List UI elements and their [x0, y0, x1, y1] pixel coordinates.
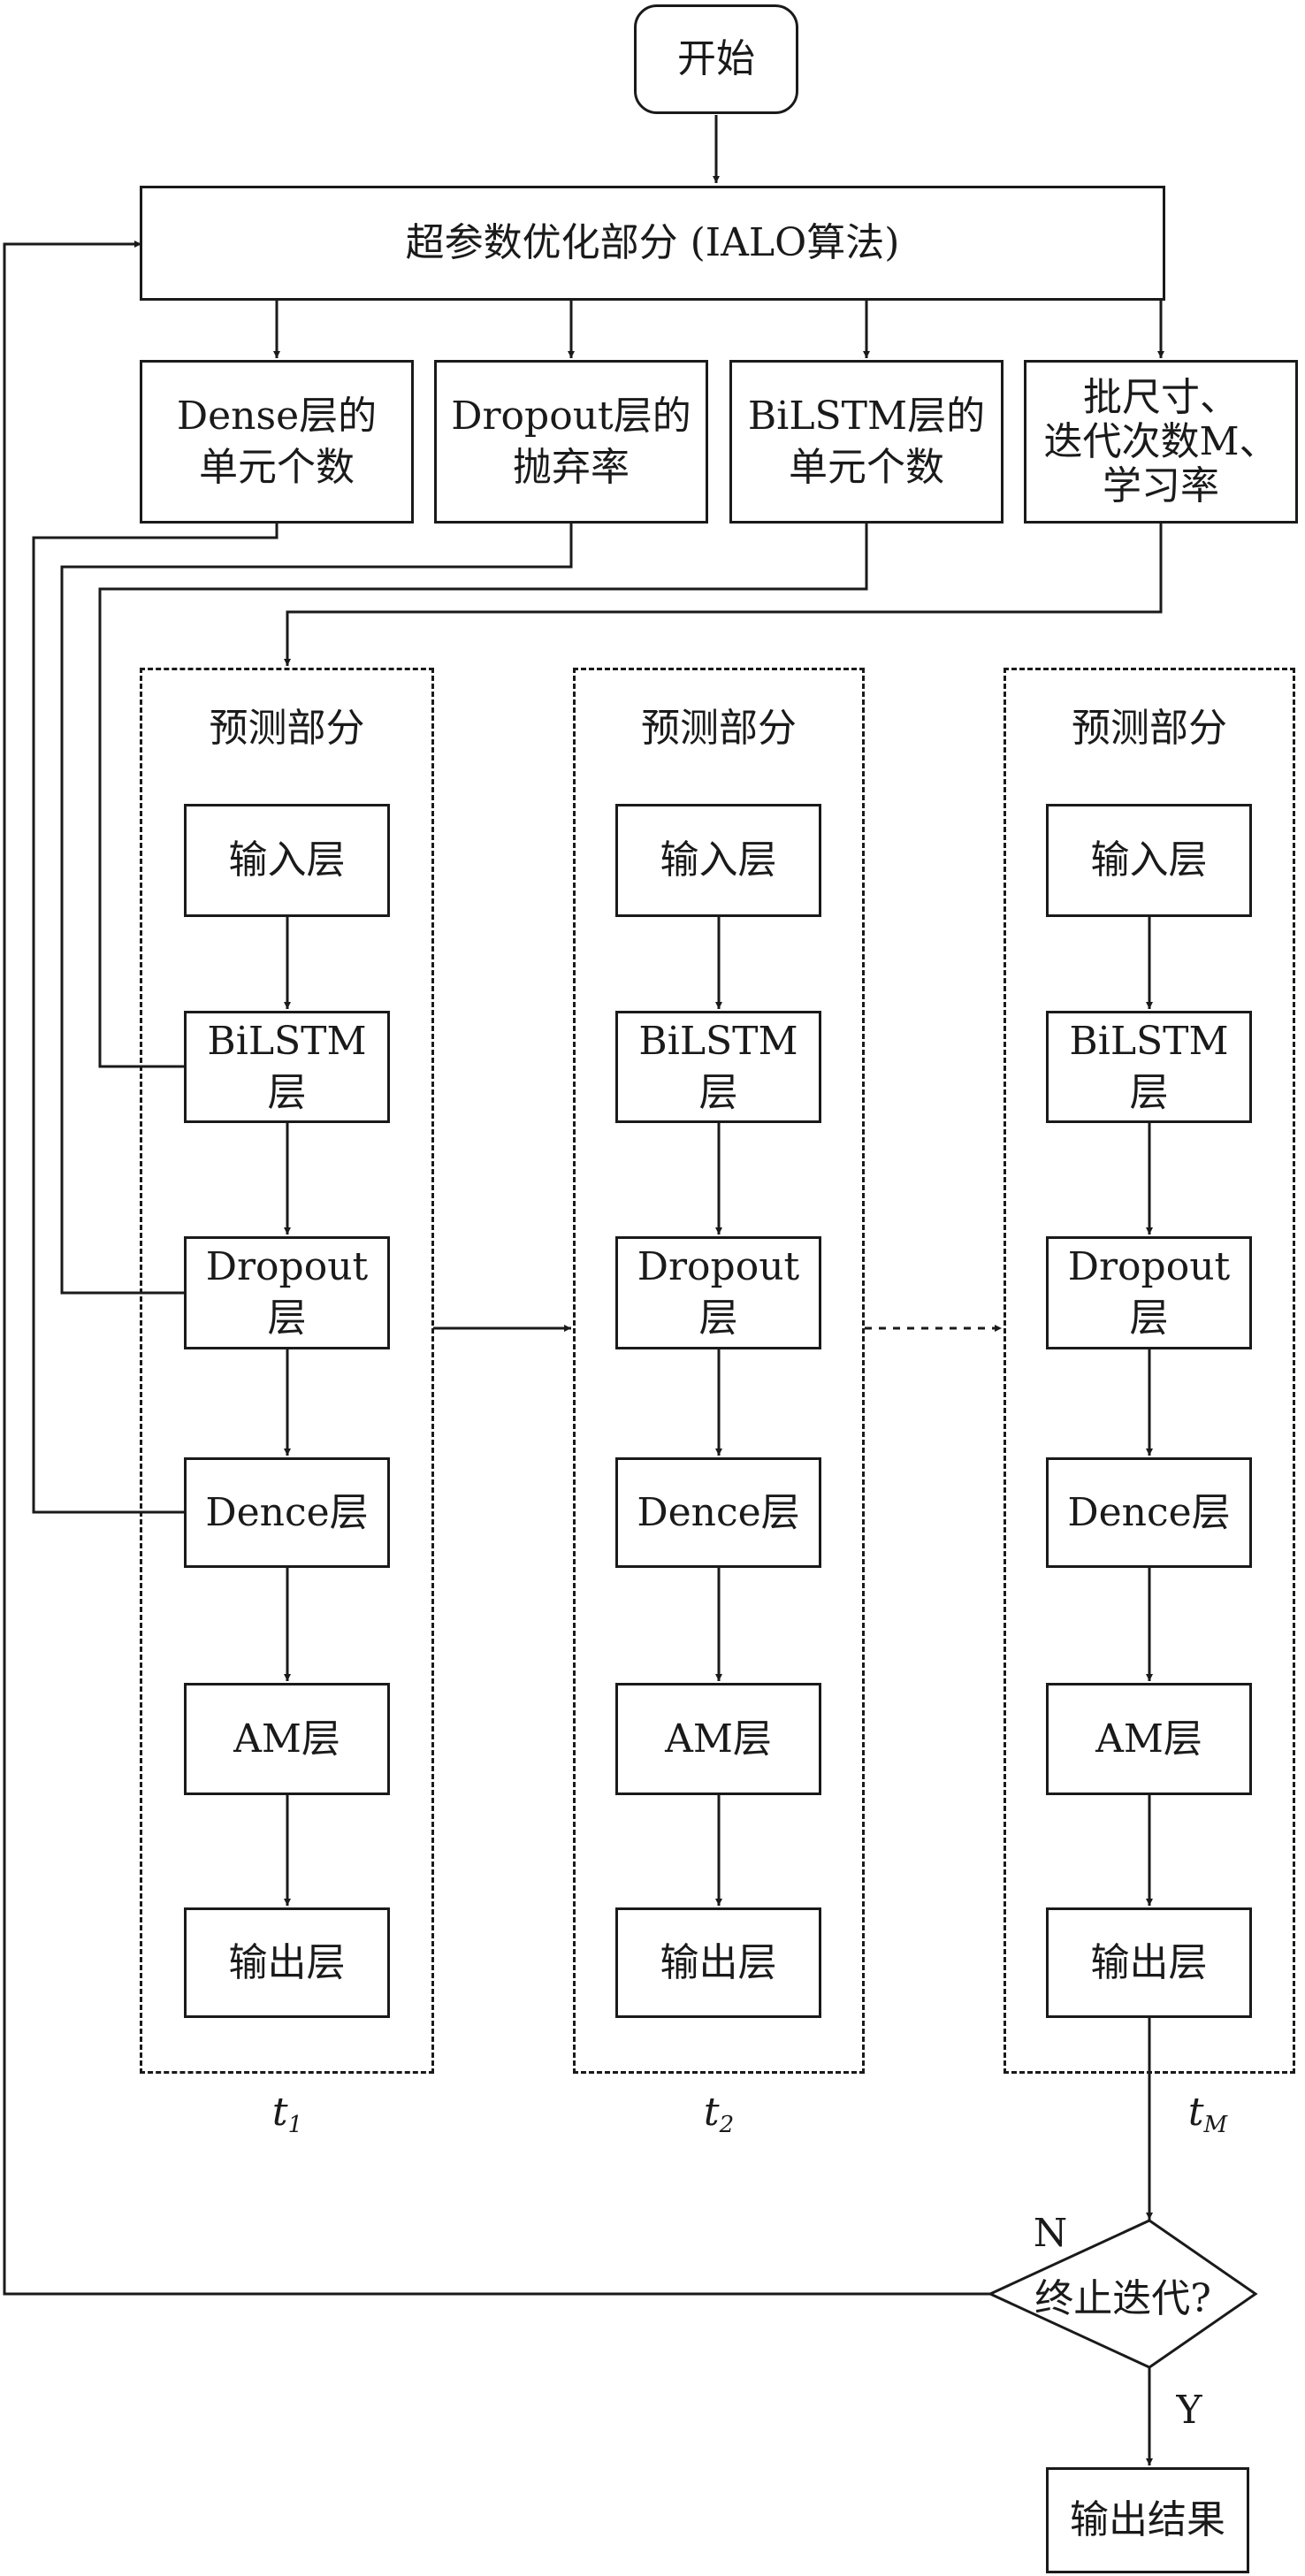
module-title: 预测部分 — [1072, 706, 1227, 751]
feed-bilstm-units — [98, 524, 868, 1068]
prediction-module-t1 — [140, 668, 434, 2074]
output-layer: 输出层 — [184, 1907, 390, 2018]
yes-branch-label: Y — [1176, 2388, 1202, 2433]
am-layer: AM层 — [184, 1683, 390, 1795]
module-title: 预测部分 — [641, 706, 797, 751]
result-node: 输出结果 — [1046, 2467, 1249, 2573]
feed-dense-units — [32, 524, 279, 1514]
dense-layer: Dence层 — [615, 1457, 821, 1568]
prediction-module-tM — [1004, 668, 1295, 2074]
param-dense-units: Dense层的 单元个数 — [140, 360, 414, 524]
am-layer: AM层 — [615, 1683, 821, 1795]
decision-diamond — [987, 2219, 1258, 2369]
time-step-label-t2: t2 — [703, 2090, 735, 2138]
no-branch-label: N — [1033, 2211, 1068, 2256]
param-batch-iter-lr: 批尺寸、 迭代次数M、 学习率 — [1024, 360, 1298, 524]
hyperparam-label: 超参数优化部分 (IALO算法) — [405, 220, 900, 265]
feed-dropout-rate — [60, 524, 573, 1295]
dense-layer: Dence层 — [184, 1457, 390, 1568]
decision-label: 终止迭代? — [1034, 2276, 1211, 2321]
input-layer: 输入层 — [615, 804, 821, 917]
prediction-module-t2 — [573, 668, 865, 2074]
start-node: 开始 — [634, 4, 798, 114]
feed-batch-params — [284, 524, 1163, 666]
start-label: 开始 — [677, 36, 755, 81]
time-step-label-tM: tM — [1187, 2090, 1228, 2138]
dense-layer: Dence层 — [1046, 1457, 1252, 1568]
result-label: 输出结果 — [1070, 2497, 1225, 2542]
input-layer: 输入层 — [1046, 804, 1252, 917]
time-step-label-t1: t1 — [271, 2090, 303, 2138]
am-layer: AM层 — [1046, 1683, 1252, 1795]
hyperparam-optimization-box: 超参数优化部分 (IALO算法) — [140, 186, 1165, 301]
output-layer: 输出层 — [1046, 1907, 1252, 2018]
param-dropout-rate: Dropout层的 抛弃率 — [434, 360, 708, 524]
output-layer: 输出层 — [615, 1907, 821, 2018]
module-title: 预测部分 — [209, 706, 365, 751]
param-bilstm-units: BiLSTM层的 单元个数 — [729, 360, 1004, 524]
loop-back-no — [3, 241, 990, 2296]
input-layer: 输入层 — [184, 804, 390, 917]
